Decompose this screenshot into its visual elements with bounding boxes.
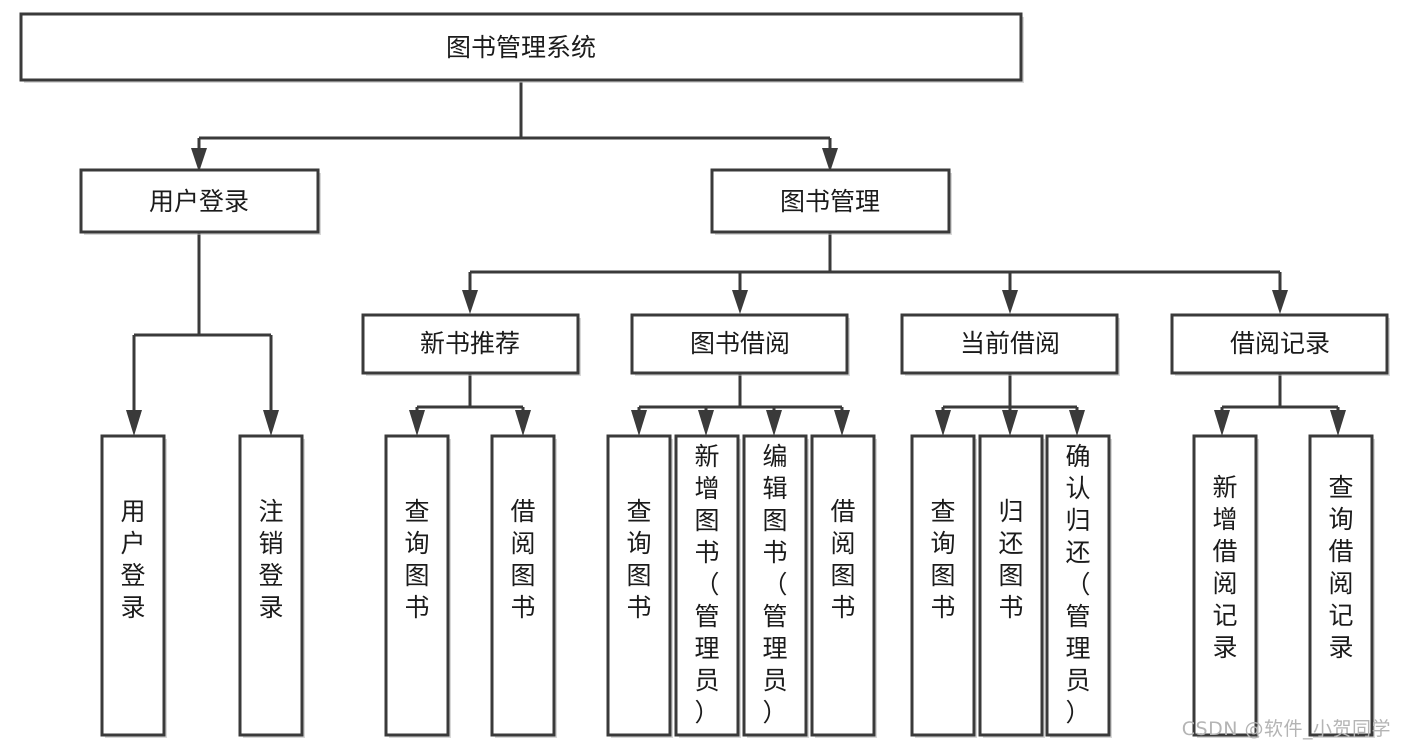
node-leaf-query-book-2[interactable]: 查询图书 — [606, 434, 673, 738]
leaf-node-group: 用户登录 注销登录 查询图书 借阅图书 查询图书 — [100, 434, 1375, 738]
leaf-borrow-book-2-box[interactable] — [810, 434, 876, 737]
leaf-query-book-2-box[interactable] — [606, 434, 672, 737]
arrowhead-leaf-borrow-book-2 — [834, 410, 850, 436]
book-manage-box[interactable] — [710, 168, 951, 234]
leaf-user-login-box[interactable] — [100, 434, 166, 737]
leaf-borrow-book-1-label: 借阅图书 — [510, 497, 535, 622]
leaf-logout-login-label: 注销登录 — [258, 497, 283, 622]
arrowhead-leaf-logout-login — [263, 410, 279, 436]
book-borrow-label: 图书借阅 — [690, 329, 790, 358]
arrowhead-to-borrow-record — [1272, 290, 1288, 314]
leaf-add-book-label: 新增图书（管理员） — [694, 442, 719, 727]
arrowhead-leaf-add-record — [1214, 410, 1230, 436]
leaf-add-record-label: 新增借阅记录 — [1212, 473, 1237, 662]
node-leaf-borrow-book-1[interactable]: 借阅图书 — [490, 434, 557, 738]
node-leaf-add-book[interactable]: 新增图书（管理员） — [674, 434, 741, 738]
arrowhead-leaf-confirm-return — [1069, 410, 1085, 436]
arrowhead-leaf-add-book — [698, 410, 714, 436]
borrow-record-box[interactable] — [1170, 313, 1389, 375]
arrowhead-leaf-return-book — [1002, 410, 1018, 436]
node-book-manage[interactable]: 图书管理 — [710, 168, 952, 235]
leaf-confirm-return-label: 确认归还（管理员） — [1065, 442, 1090, 727]
leaf-edit-book-label: 编辑图书（管理员） — [762, 442, 787, 727]
connector-current-borrow-branch — [941, 373, 1079, 414]
leaf-query-book-2-label: 查询图书 — [626, 497, 651, 622]
root-box[interactable] — [19, 12, 1023, 82]
node-leaf-logout-login[interactable]: 注销登录 — [238, 434, 305, 738]
arrowhead-leaf-user-login — [126, 410, 142, 436]
leaf-add-book-box[interactable] — [674, 434, 740, 737]
connector-new-book-rec-branch — [415, 373, 525, 414]
arrowhead-leaf-query-record — [1330, 410, 1346, 436]
leaf-query-record-box[interactable] — [1308, 434, 1374, 737]
leaf-query-book-1-box[interactable] — [384, 434, 450, 737]
node-borrow-record[interactable]: 借阅记录 — [1170, 313, 1390, 376]
node-leaf-query-book-1[interactable]: 查询图书 — [384, 434, 451, 738]
node-new-book-rec[interactable]: 新书推荐 — [361, 313, 581, 376]
node-leaf-query-book-3[interactable]: 查询图书 — [910, 434, 977, 738]
current-borrow-label: 当前借阅 — [960, 329, 1060, 358]
leaf-return-book-box[interactable] — [978, 434, 1044, 737]
node-current-borrow[interactable]: 当前借阅 — [900, 313, 1120, 376]
node-user-login[interactable]: 用户登录 — [79, 168, 321, 235]
arrowhead-leaf-query-book-2 — [631, 410, 647, 436]
arrowhead-leaf-borrow-book-1 — [515, 410, 531, 436]
leaf-return-book-label: 归还图书 — [998, 497, 1023, 622]
connector-book-manage-branch — [468, 233, 1282, 292]
leaf-query-record-label: 查询借阅记录 — [1328, 473, 1353, 662]
arrowhead-to-new-book-rec — [462, 290, 478, 314]
leaf-query-book-3-label: 查询图书 — [930, 497, 955, 622]
connector-book-borrow-branch — [637, 373, 844, 414]
book-borrow-box[interactable] — [630, 313, 849, 375]
arrowhead-to-user-login — [191, 148, 207, 172]
leaf-logout-login-box[interactable] — [238, 434, 304, 737]
root-label: 图书管理系统 — [446, 33, 596, 62]
node-leaf-borrow-book-2[interactable]: 借阅图书 — [810, 434, 877, 738]
node-leaf-query-record[interactable]: 查询借阅记录 — [1308, 434, 1375, 738]
node-book-borrow[interactable]: 图书借阅 — [630, 313, 850, 376]
borrow-record-label: 借阅记录 — [1230, 329, 1330, 358]
node-leaf-user-login[interactable]: 用户登录 — [100, 434, 167, 738]
user-login-label: 用户登录 — [149, 187, 249, 216]
node-root[interactable]: 图书管理系统 — [19, 12, 1024, 83]
arrowhead-to-current-borrow — [1002, 290, 1018, 314]
leaf-borrow-book-1-box[interactable] — [490, 434, 556, 737]
node-leaf-add-record[interactable]: 新增借阅记录 — [1192, 434, 1259, 738]
leaf-borrow-book-2-label: 借阅图书 — [830, 497, 855, 622]
book-manage-label: 图书管理 — [780, 187, 880, 216]
connector-borrow-record-branch — [1220, 373, 1340, 414]
user-login-box[interactable] — [79, 168, 320, 234]
arrowhead-leaf-edit-book — [766, 410, 782, 436]
arrowhead-to-book-borrow — [732, 290, 748, 314]
leaf-confirm-return-box[interactable] — [1045, 434, 1111, 737]
node-leaf-return-book[interactable]: 归还图书 — [978, 434, 1045, 738]
current-borrow-box[interactable] — [900, 313, 1119, 375]
arrowhead-leaf-query-book-1 — [409, 410, 425, 436]
arrowhead-to-book-manage — [822, 148, 838, 172]
new-book-rec-box[interactable] — [361, 313, 580, 375]
connector-root-trunk — [197, 82, 832, 160]
leaf-user-login-label: 用户登录 — [120, 497, 145, 622]
connector-user-login-branch — [132, 233, 273, 412]
node-leaf-edit-book[interactable]: 编辑图书（管理员） — [742, 434, 809, 738]
arrowhead-leaf-query-book-3 — [935, 410, 951, 436]
leaf-query-book-1-label: 查询图书 — [404, 497, 429, 622]
leaf-edit-book-box[interactable] — [742, 434, 808, 737]
new-book-rec-label: 新书推荐 — [420, 329, 520, 358]
leaf-add-record-box[interactable] — [1192, 434, 1258, 737]
leaf-query-book-3-box[interactable] — [910, 434, 976, 737]
connector-layer — [126, 82, 1346, 436]
node-leaf-confirm-return[interactable]: 确认归还（管理员） — [1045, 434, 1112, 738]
